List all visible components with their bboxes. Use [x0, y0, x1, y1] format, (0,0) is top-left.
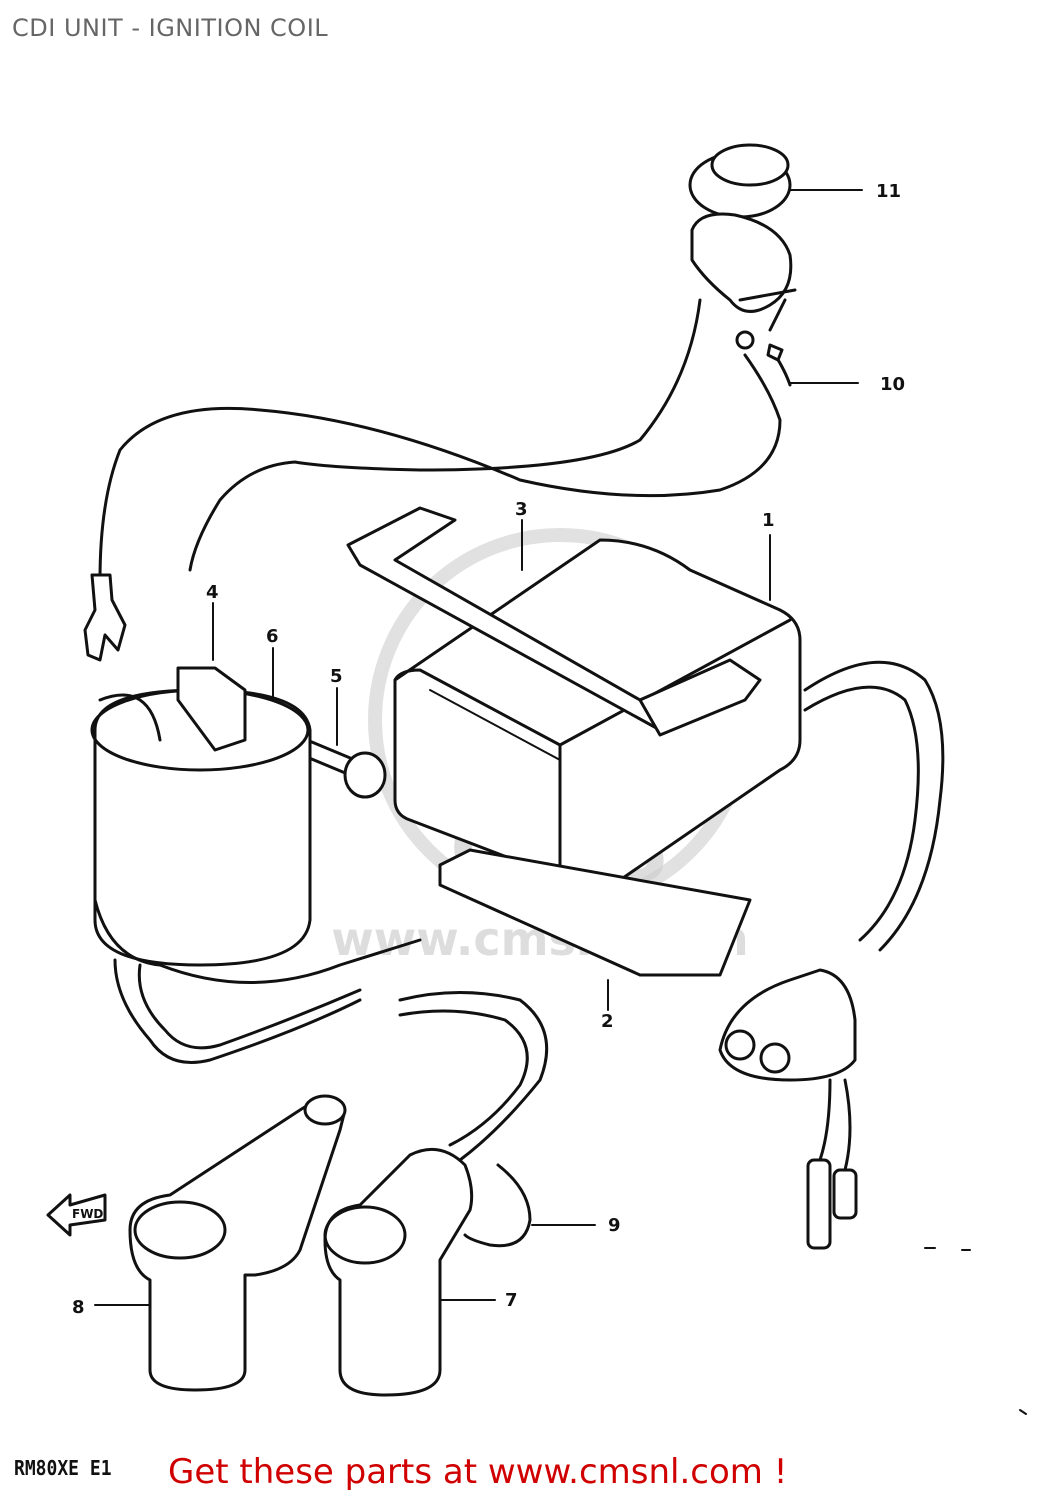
harness-right-inner	[803, 685, 920, 942]
ht-lead-left-outer	[137, 963, 362, 1050]
part-ground-wire[interactable]	[463, 1163, 532, 1248]
part-plug-cap-angled[interactable]	[323, 1147, 474, 1397]
ht-lead-right	[398, 991, 549, 1162]
fwd-arrow-label: FWD	[72, 1207, 103, 1221]
terminal-fork-10	[766, 343, 784, 362]
part-ignition-coil[interactable]	[90, 666, 312, 967]
callout-numbers: 1 2 3 4 5 6 7 8 9 10 11	[72, 181, 905, 1318]
primary-wire	[158, 938, 422, 984]
part-plug-cap-straight[interactable]	[128, 1094, 347, 1392]
bullet-terminal-left	[806, 1158, 832, 1250]
callout-5: 5	[330, 666, 343, 687]
wire-switch-right	[98, 353, 782, 582]
part-rubber-pad[interactable]	[438, 848, 752, 977]
ht-lead-left	[113, 958, 362, 1064]
ht-lead-right-outer	[398, 1009, 529, 1147]
callout-4: 4	[206, 582, 219, 603]
callout-11: 11	[876, 181, 901, 202]
callout-9: 9	[608, 1215, 621, 1236]
callout-lines	[94, 189, 863, 1306]
wire-switch-left	[188, 298, 702, 572]
bullet-terminal-right	[832, 1168, 858, 1220]
callout-2: 2	[601, 1011, 614, 1032]
callout-7: 7	[505, 1290, 518, 1311]
callout-8: 8	[72, 1297, 85, 1318]
callout-10: 10	[880, 374, 905, 395]
page-title: CDI UNIT - IGNITION COIL	[12, 14, 329, 42]
fwd-arrow-icon: FWD	[46, 1193, 107, 1237]
buy-parts-link[interactable]: Get these parts at www.cmsnl.com !	[168, 1452, 788, 1492]
terminal-fork-left	[83, 573, 127, 662]
part-kill-switch[interactable]	[688, 143, 797, 350]
part-strap[interactable]	[346, 506, 762, 737]
callout-3: 3	[515, 499, 528, 520]
part-harness-connector[interactable]	[718, 968, 857, 1082]
model-code: RM80XE E1	[14, 1456, 112, 1480]
part-cdi-unit[interactable]	[393, 538, 802, 889]
harness-right-outer	[803, 660, 945, 952]
connector-leads	[818, 1078, 852, 1172]
scan-marks	[924, 1247, 1027, 1415]
callout-1: 1	[762, 510, 775, 531]
callout-6: 6	[266, 626, 279, 647]
